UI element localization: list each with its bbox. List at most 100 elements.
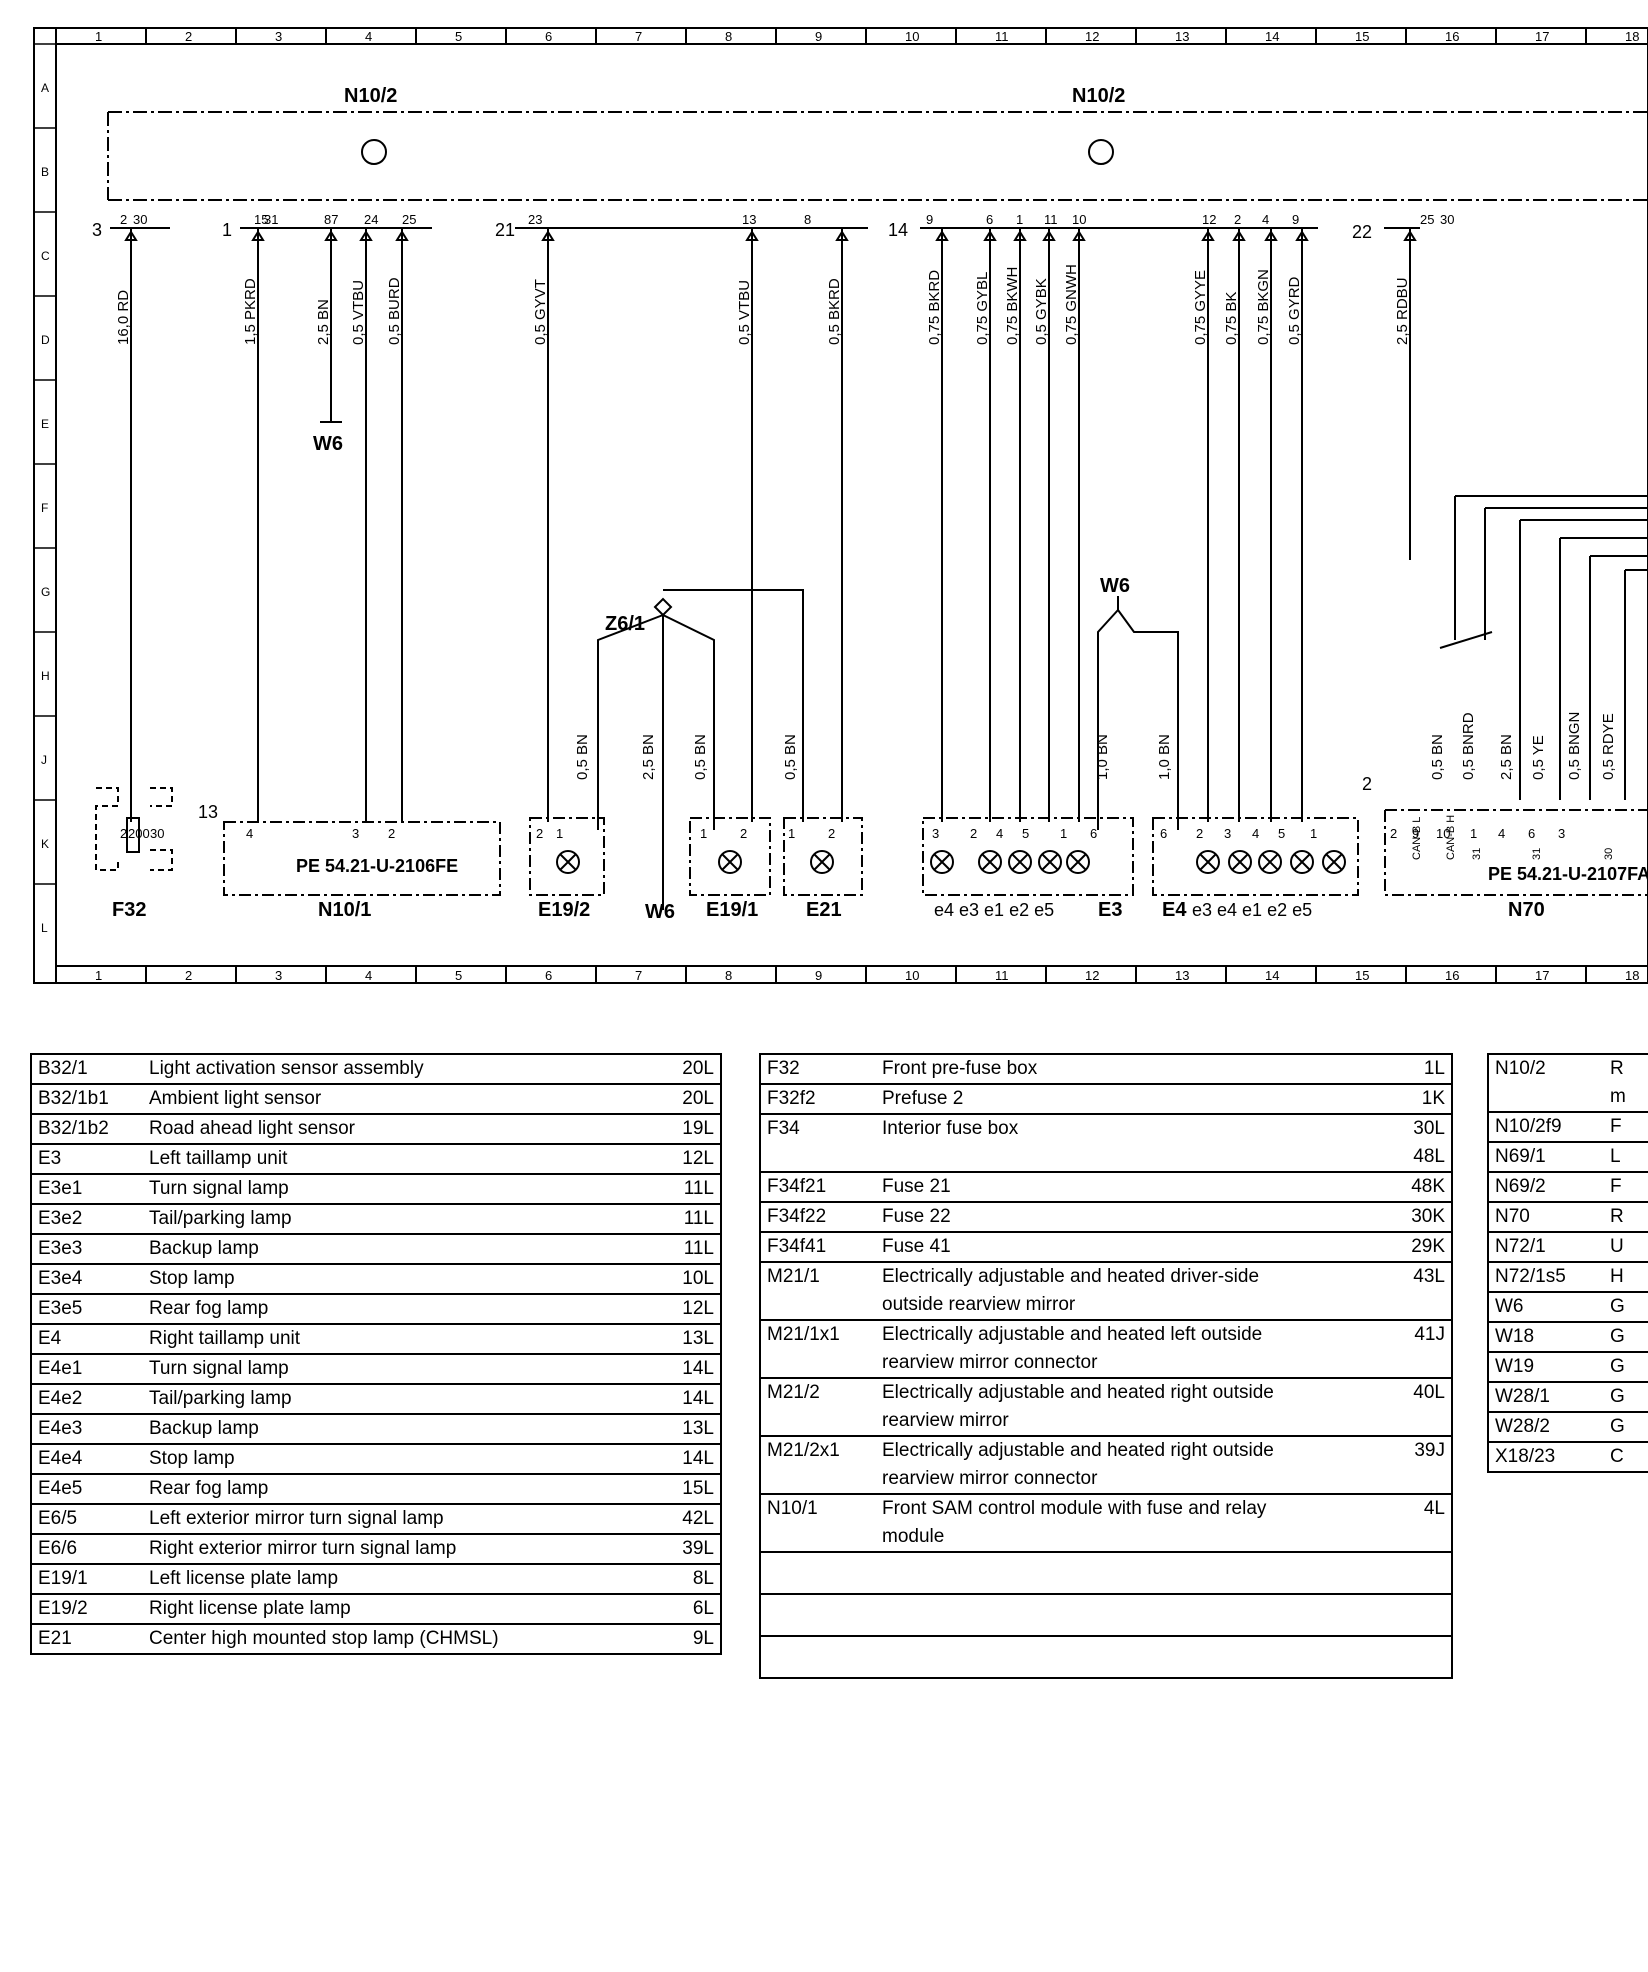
legend-row [760,1593,1452,1636]
connector-1: 1 [222,220,232,240]
component-n10-1: N10/1 [318,899,371,921]
pin-number: 1 [1310,826,1317,841]
row-letter: B [41,165,49,179]
legend-location: 1K [1386,1083,1452,1114]
legend-code: F34f22 [760,1201,876,1232]
pin-number: 1 [556,826,563,841]
legend-description: Prefuse 2 [876,1083,1386,1114]
lamp-icon [1290,850,1314,874]
row-letter: L [41,921,48,935]
pin-number: 1 [1060,826,1067,841]
connector-13: 13 [198,802,218,822]
legend-description: G [1604,1411,1648,1442]
legend-description: Electrically adjustable and heated right… [876,1435,1386,1494]
pin-number: 3 [932,826,939,841]
pin-number: 6 [1528,826,1535,841]
legend-description: Left taillamp unit [143,1143,655,1174]
legend-location: 39J [1386,1435,1452,1494]
legend-description: Turn signal lamp [143,1173,655,1204]
col-number-top: 6 [545,29,552,44]
col-number-top: 14 [1265,29,1279,44]
legend-code: E3e1 [31,1173,143,1204]
pin-number: 2 [740,826,747,841]
col-number-bottom: 16 [1445,968,1459,983]
legend-description: Electrically adjustable and heated right… [876,1377,1386,1436]
legend-description: Interior fuse box [876,1113,1386,1172]
wire-label: 0,75 GYYE [1192,270,1209,345]
legend-code: E3 [31,1143,143,1174]
pin-number: 1 [788,826,795,841]
legend-code: W28/1 [1488,1381,1604,1412]
lower-wire-label: 0,5 BN [574,734,591,780]
legend-code: M21/1x1 [760,1319,876,1378]
legend-code: E19/1 [31,1563,143,1594]
wire-label: 2,5 BN [315,299,332,345]
module-label-n10-2-right: N10/2 [1072,85,1125,107]
connector-2: 2 [1362,774,1372,794]
col-number-bottom: 13 [1175,968,1189,983]
legend-description: Fuse 41 [876,1231,1386,1262]
legend-code: M21/2x1 [760,1435,876,1494]
legend-description: Front SAM control module with fuse and r… [876,1493,1386,1552]
legend-description: Tail/parking lamp [143,1203,655,1234]
col-number-top: 2 [185,29,192,44]
col-number-bottom: 5 [455,968,462,983]
legend-description: G [1604,1381,1648,1412]
col-number-bottom: 2 [185,968,192,983]
legend-location: 19L [655,1113,721,1144]
lower-wire-label: 2,5 BN [640,734,657,780]
legend-code: E4e5 [31,1473,143,1504]
legend-code: M21/2 [760,1377,876,1436]
splice-label-z6-1: Z6/1 [605,613,645,635]
col-number-bottom: 7 [635,968,642,983]
lamp-icon [1322,850,1346,874]
legend-description: Road ahead light sensor [143,1113,655,1144]
pin-number: 8 [804,212,811,227]
wire-label: 0,5 BKRD [826,278,843,345]
legend-code: N72/1s5 [1488,1261,1604,1292]
legend-location: 12L [655,1143,721,1174]
pin-number: 2 [1196,826,1203,841]
ground-label-w6-b: W6 [1100,575,1130,597]
lamp-icon [1008,850,1032,874]
col-number-bottom: 15 [1355,968,1369,983]
component-e19-2: E19/2 [538,899,590,921]
pin-number: 5 [1278,826,1285,841]
legend-code: M21/1 [760,1261,876,1320]
row-letter: E [41,417,49,431]
can-label: 31 [1471,848,1483,860]
legend-description: Rear fog lamp [143,1473,655,1504]
legend-description: Rear fog lamp [143,1293,655,1324]
legend-code: E19/2 [31,1593,143,1624]
pin-number: 10 [1436,826,1450,841]
wire-label: 0,5 VTBU [736,280,753,345]
legend-code: E4e3 [31,1413,143,1444]
lower-wire-label: 1,0 BN [1156,734,1173,780]
legend-code: W28/2 [1488,1411,1604,1442]
lower-wire-label: 0,5 BN [692,734,709,780]
wire-label: 0,75 BKWH [1004,267,1021,345]
legend-location [1386,1635,1452,1678]
legend-code: E3e5 [31,1293,143,1324]
wire-label: 2,5 RDBU [1394,277,1411,345]
pin-number: 12 [1202,212,1216,227]
wire-label: 0,5 VTBU [350,280,367,345]
legend-description: Right license plate lamp [143,1593,655,1624]
legend-location: 6L [655,1593,721,1624]
legend-description: Fuse 21 [876,1171,1386,1202]
legend-description: U [1604,1231,1648,1262]
lamp-icon [1228,850,1252,874]
legend-location: 39L [655,1533,721,1564]
legend-location: 30K [1386,1201,1452,1232]
